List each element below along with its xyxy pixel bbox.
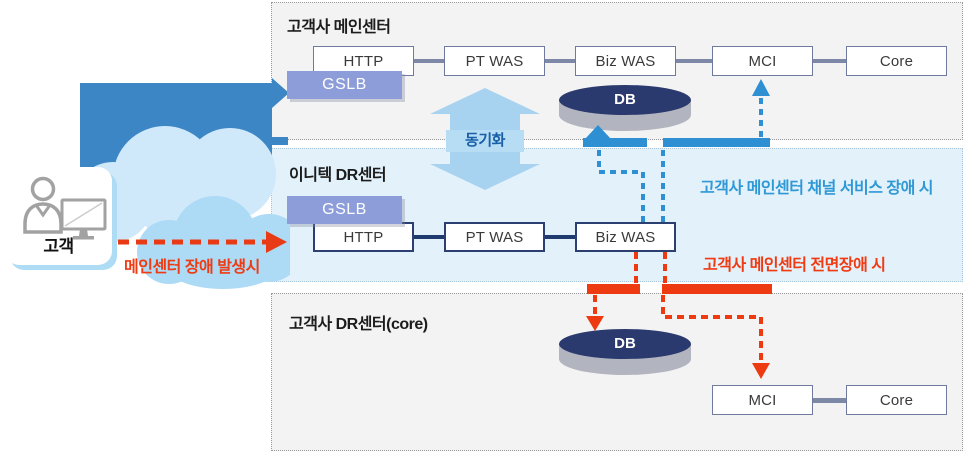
node-main-mci: MCI xyxy=(712,46,813,76)
node-drcore-core: Core xyxy=(846,385,947,415)
db-dr-label: DB xyxy=(614,335,636,352)
connector xyxy=(414,59,444,63)
connector xyxy=(813,398,846,403)
connector xyxy=(545,59,575,63)
gslb-dr: GSLB xyxy=(287,196,402,224)
full-failure-label: 고객사 메인센터 전면장애 시 xyxy=(703,257,886,274)
node-main-ptwas: PT WAS xyxy=(444,46,545,76)
db-dr-cylinder: DB xyxy=(558,328,692,376)
client-box: 고객 xyxy=(5,167,112,265)
person-icon xyxy=(23,176,63,234)
connector xyxy=(813,59,846,63)
client-failover-label: 메인센터 장애 발생시 xyxy=(124,259,260,276)
connector xyxy=(414,235,444,239)
section-title-main-center: 고객사 메인센터 xyxy=(287,19,391,36)
node-main-bizwas: Biz WAS xyxy=(575,46,676,76)
node-drcore-mci: MCI xyxy=(712,385,813,415)
db-main-cylinder: DB xyxy=(558,84,692,132)
node-dr-http: HTTP xyxy=(313,222,414,252)
sync-label: 동기화 xyxy=(446,130,524,152)
node-dr-ptwas: PT WAS xyxy=(444,222,545,252)
channel-failure-label: 고객사 메인센터 채널 서비스 장애 시 xyxy=(700,180,934,197)
section-title-initech-dr: 이니텍 DR센터 xyxy=(289,167,387,184)
monitor-icon xyxy=(60,198,107,240)
section-title-customer-dr: 고객사 DR센터(core) xyxy=(289,316,428,333)
node-main-core: Core xyxy=(846,46,947,76)
db-main-label: DB xyxy=(614,91,636,108)
connector xyxy=(676,59,712,63)
connector xyxy=(545,235,575,239)
gslb-main: GSLB xyxy=(287,71,402,99)
node-dr-bizwas: Biz WAS xyxy=(575,222,676,252)
client-label: 고객 xyxy=(43,237,74,256)
